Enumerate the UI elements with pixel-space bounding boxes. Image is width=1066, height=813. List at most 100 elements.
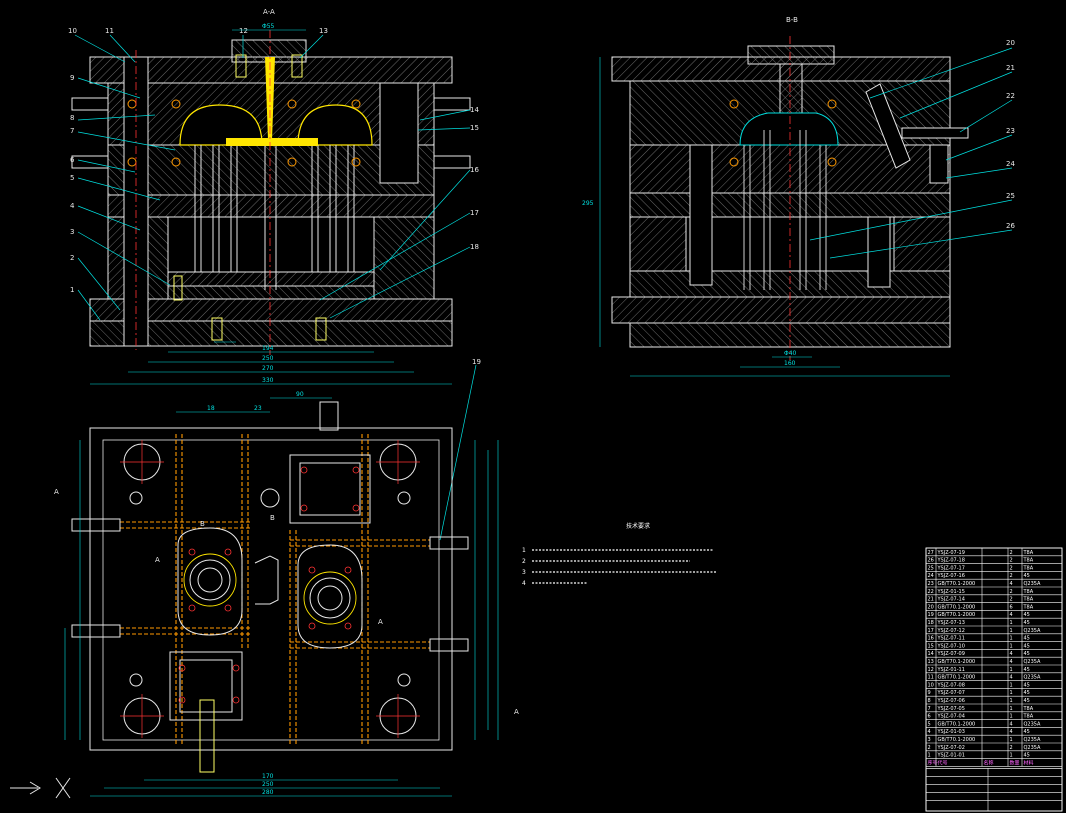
bom-cell: 1 xyxy=(1010,753,1013,759)
bom-header-cell: 数量 xyxy=(1010,759,1020,766)
bom-cell: YSJZ-01-03 xyxy=(937,729,965,735)
bom-cell: Q235A xyxy=(1024,659,1041,665)
section-mark: A xyxy=(378,618,383,626)
bom-header-cell: 名称 xyxy=(984,759,994,766)
callout: 3 xyxy=(70,228,74,236)
bom-cell: 15 xyxy=(928,643,934,649)
section-mark: B xyxy=(270,514,275,522)
bom-cell: 12 xyxy=(928,667,934,673)
dimension-text: 295 xyxy=(582,200,594,207)
bom-cell: 20 xyxy=(928,604,934,610)
note-item: 1 xyxy=(522,547,526,554)
bom-cell: Q235A xyxy=(1024,628,1041,634)
bom-cell: 24 xyxy=(928,573,934,579)
bom-cell: 1 xyxy=(1010,690,1013,696)
section-bb-title: B-B xyxy=(786,16,798,24)
note-item: 4 xyxy=(522,580,526,587)
bom-cell: 45 xyxy=(1024,651,1030,657)
dimension-text: Φ40 xyxy=(784,350,797,357)
bom-cell: 1 xyxy=(1010,667,1013,673)
bom-cell: YSJZ-07-05 xyxy=(937,706,965,712)
callout: 9 xyxy=(70,74,74,82)
bom-cell: 1 xyxy=(1010,706,1013,712)
bom-cell: 1 xyxy=(1010,628,1013,634)
dimension-text: 90 xyxy=(296,391,304,398)
bom-cell: 2 xyxy=(1010,550,1013,556)
bom-cell: 13 xyxy=(928,659,934,665)
callout: 7 xyxy=(70,127,74,135)
dimension-text: 280 xyxy=(262,789,274,796)
section-mark: A xyxy=(514,708,519,716)
bom-cell: 19 xyxy=(928,612,934,618)
callout: 26 xyxy=(1006,222,1015,230)
bom-cell: 2 xyxy=(1010,565,1013,571)
bom-cell: T8A xyxy=(1023,550,1034,556)
callout: 8 xyxy=(70,114,74,122)
bom-cell: T8A xyxy=(1023,714,1034,720)
bom-cell: 22 xyxy=(928,589,934,595)
bom-cell: 3 xyxy=(928,737,931,743)
bom-cell: 21 xyxy=(928,597,934,603)
bom-cell: YSJZ-07-11 xyxy=(937,636,965,642)
bom-cell: 26 xyxy=(928,558,934,564)
callout: 2 xyxy=(70,254,74,262)
bom-cell: 4 xyxy=(1010,581,1013,587)
callout: 21 xyxy=(1006,64,1015,72)
bom-cell: 2 xyxy=(928,745,931,751)
bom-cell: 45 xyxy=(1024,690,1030,696)
bom-cell: YSJZ-07-02 xyxy=(937,745,965,751)
callout: 24 xyxy=(1006,160,1015,168)
bom-cell: Q235A xyxy=(1024,721,1041,727)
bom-cell: 4 xyxy=(1010,729,1013,735)
callout: 17 xyxy=(470,209,479,217)
bom-cell: 25 xyxy=(928,565,934,571)
bom-cell: 27 xyxy=(928,550,934,556)
bom-cell: GB/T70.1-2000 xyxy=(938,737,976,743)
bom-cell: 2 xyxy=(1010,558,1013,564)
bom-cell: 2 xyxy=(1010,745,1013,751)
bom-cell: 6 xyxy=(928,714,931,720)
note-item: 3 xyxy=(522,569,526,576)
section-aa-view: A-A xyxy=(68,8,481,541)
plan-view: A A A A B B 18 23 90 170 250 280 xyxy=(10,391,519,799)
callout: 23 xyxy=(1006,127,1015,135)
dimension-text: 170 xyxy=(262,773,274,780)
bom-cell: 14 xyxy=(928,651,934,657)
bom-cell: 2 xyxy=(1010,597,1013,603)
bom-header-cell: 材料 xyxy=(1024,759,1034,766)
bom-cell: 7 xyxy=(928,706,931,712)
bom-cell: Q235A xyxy=(1024,737,1041,743)
bom-cell: 4 xyxy=(1010,659,1013,665)
note-item: 2 xyxy=(522,558,526,565)
bom-cell: 4 xyxy=(1010,675,1013,681)
callout: 13 xyxy=(319,27,328,35)
bom-cell: Q235A xyxy=(1024,581,1041,587)
bom-cell: GB/T70.1-2000 xyxy=(938,721,976,727)
bom-cell: 45 xyxy=(1024,682,1030,688)
bom-cell: 4 xyxy=(1010,612,1013,618)
bom-cell: 9 xyxy=(928,690,931,696)
dimension-text: 250 xyxy=(262,355,274,362)
section-mark: A xyxy=(54,488,59,496)
bom-header-cell: 序号 xyxy=(928,759,938,766)
bom-cell: GB/T70.1-2000 xyxy=(938,612,976,618)
bom-cell: T8A xyxy=(1023,706,1034,712)
callout: 6 xyxy=(70,156,75,164)
bom-cell: 1 xyxy=(1010,737,1013,743)
bom-cell: 1 xyxy=(928,753,931,759)
callout: 11 xyxy=(105,27,114,35)
bom-cell: 45 xyxy=(1024,636,1030,642)
notes-title: 技术要求 xyxy=(626,522,650,530)
dimension-text: 270 xyxy=(262,365,274,372)
bom-cell: YSJZ-01-15 xyxy=(937,589,965,595)
callout: 16 xyxy=(470,166,479,174)
callout: 12 xyxy=(239,27,248,35)
bom-cell: T8A xyxy=(1023,589,1034,595)
bom-cell: 1 xyxy=(1010,682,1013,688)
bom-cell: YSJZ-01-11 xyxy=(937,667,965,673)
bom-cell: 18 xyxy=(928,620,934,626)
callout: 1 xyxy=(70,286,74,294)
bom-cell: 4 xyxy=(928,729,931,735)
